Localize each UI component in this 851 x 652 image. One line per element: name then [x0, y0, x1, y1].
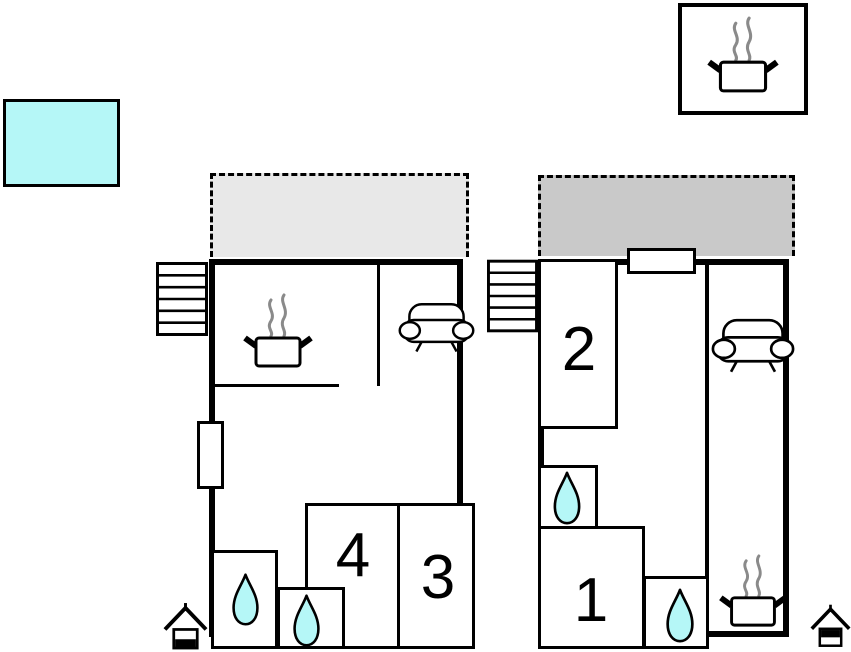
- room-2-label: 2: [561, 315, 597, 384]
- corridor-wall-right: [705, 262, 709, 649]
- water-drop-icon: [229, 571, 262, 628]
- room-2: [538, 259, 618, 429]
- door-symbol-left: [197, 421, 224, 489]
- room-4-label: 4: [335, 521, 371, 590]
- house-entrance-upper-icon: [810, 604, 851, 650]
- water-drop-icon: [662, 587, 698, 644]
- door-symbol-top-right: [627, 248, 696, 274]
- legend-color-swatch: [3, 99, 120, 187]
- kitchen-pot-icon: [243, 292, 313, 370]
- sofa-icon: [711, 317, 795, 373]
- terrace-left: [210, 173, 469, 257]
- room-1: [538, 526, 645, 649]
- kitchen-pot-icon: [718, 553, 788, 629]
- water-drop-icon: [290, 593, 323, 648]
- stairs-icon: [156, 262, 208, 336]
- terrace-right: [538, 175, 795, 256]
- interior-wall-vertical-left: [377, 265, 380, 386]
- water-drop-icon: [550, 470, 584, 526]
- house-entrance-lower-icon: [163, 603, 208, 652]
- room-1-label: 1: [573, 566, 609, 635]
- sofa-icon: [398, 299, 475, 355]
- kitchen-pot-icon: [707, 15, 779, 95]
- interior-wall-horizontal-left: [215, 384, 339, 387]
- legend-kitchen-box: [678, 3, 808, 115]
- stairs-icon: [487, 259, 538, 333]
- room-3: [397, 503, 475, 649]
- room-3-label: 3: [420, 543, 456, 612]
